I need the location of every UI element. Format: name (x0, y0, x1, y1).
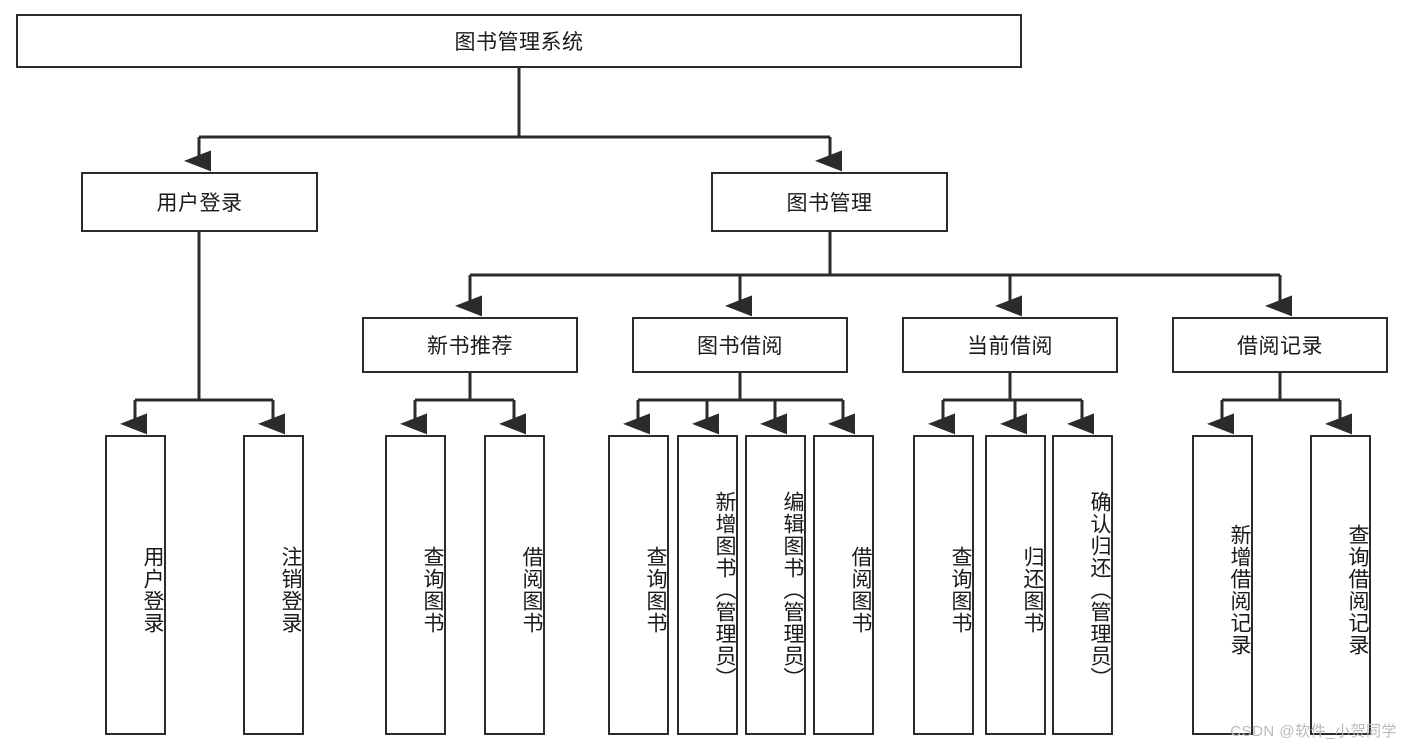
leaf-label: 确认归还（管理员） (1088, 491, 1111, 689)
node-root-label: 图书管理系统 (454, 31, 584, 54)
node-borrow-record-label: 借阅记录 (1237, 335, 1323, 358)
leaf-label: 归还图书 (1021, 546, 1044, 634)
node-current-borrow[interactable]: 当前借阅 (902, 317, 1118, 373)
leaf-borrow-book[interactable]: 借阅图书 (813, 435, 874, 735)
leaf-query-book-recommend[interactable]: 查询图书 (385, 435, 446, 735)
leaf-label: 编辑图书（管理员） (781, 491, 804, 689)
leaf-label: 查询图书 (949, 546, 972, 634)
leaf-return-book[interactable]: 归还图书 (985, 435, 1046, 735)
leaf-label: 注销登录 (279, 546, 302, 634)
leaf-user-login[interactable]: 用户登录 (105, 435, 166, 735)
node-book-borrow-label: 图书借阅 (697, 335, 783, 358)
node-user-login-label: 用户登录 (156, 192, 243, 215)
node-book-borrow[interactable]: 图书借阅 (632, 317, 848, 373)
leaf-query-book-borrow[interactable]: 查询图书 (608, 435, 669, 735)
leaf-borrow-book-recommend[interactable]: 借阅图书 (484, 435, 545, 735)
leaf-label: 借阅图书 (849, 546, 872, 634)
leaf-label: 查询图书 (644, 546, 667, 634)
leaf-label: 借阅图书 (520, 546, 543, 634)
node-root[interactable]: 图书管理系统 (16, 14, 1022, 68)
leaf-confirm-return-admin[interactable]: 确认归还（管理员） (1052, 435, 1113, 735)
leaf-label: 用户登录 (141, 546, 164, 634)
csdn-watermark: CSDN @软件_小贺同学 (1230, 723, 1397, 740)
node-new-book-recommend[interactable]: 新书推荐 (362, 317, 578, 373)
leaf-label: 新增借阅记录 (1228, 524, 1251, 656)
leaf-query-book-current[interactable]: 查询图书 (913, 435, 974, 735)
leaf-logout[interactable]: 注销登录 (243, 435, 304, 735)
leaf-label: 查询借阅记录 (1346, 524, 1369, 656)
leaf-label: 新增图书（管理员） (713, 491, 736, 689)
node-current-borrow-label: 当前借阅 (967, 335, 1053, 358)
node-borrow-record[interactable]: 借阅记录 (1172, 317, 1388, 373)
leaf-add-borrow-record[interactable]: 新增借阅记录 (1192, 435, 1253, 735)
node-new-book-recommend-label: 新书推荐 (427, 335, 513, 358)
node-user-login[interactable]: 用户登录 (81, 172, 318, 232)
leaf-edit-book-admin[interactable]: 编辑图书（管理员） (745, 435, 806, 735)
leaf-label: 查询图书 (421, 546, 444, 634)
leaf-query-borrow-record[interactable]: 查询借阅记录 (1310, 435, 1371, 735)
leaf-add-book-admin[interactable]: 新增图书（管理员） (677, 435, 738, 735)
node-book-management[interactable]: 图书管理 (711, 172, 948, 232)
node-book-management-label: 图书管理 (786, 192, 873, 215)
